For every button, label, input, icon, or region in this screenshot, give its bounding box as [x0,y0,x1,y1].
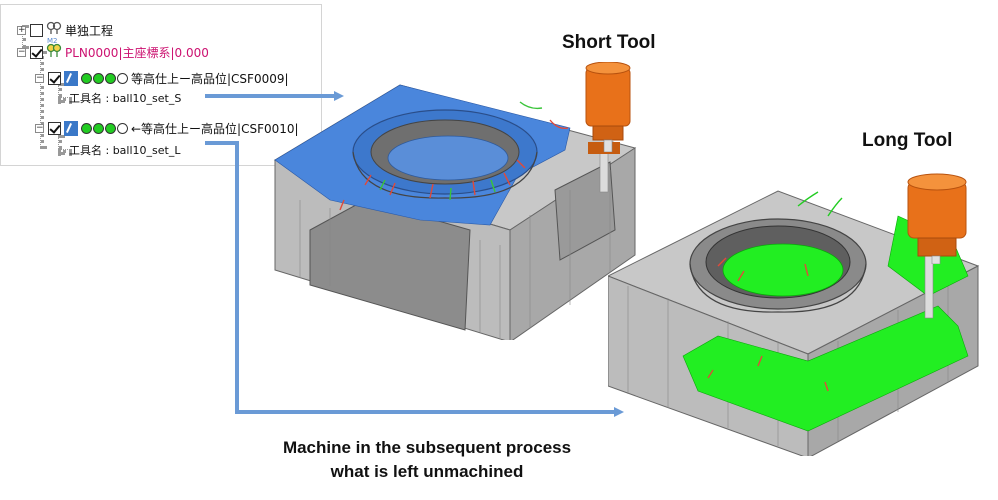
collapse-toggle[interactable]: − [35,72,44,83]
figure-caption-line-1: Machine in the subsequent process [282,438,572,457]
operation-2-checkbox[interactable] [48,121,61,135]
tree-connector [58,97,72,101]
long-tool-label: Long Tool [862,130,953,151]
status-empty-icon [117,122,128,134]
tree-item-operation-2[interactable]: − ←等高仕上ー高品位|CSF0010| [35,118,299,138]
short-tool-holder-icon [585,62,631,152]
short-tool-part-render [273,84,637,340]
process-sublabel: M2 [47,37,58,45]
status-green-icon [81,72,92,84]
tree-connector [58,83,62,103]
tree-item-plan[interactable]: − PLN0000|主座標系|0.000 [17,42,209,62]
plan-icon [46,43,62,57]
collapse-toggle[interactable]: − [17,46,26,57]
long-tool-toolpath [682,305,969,432]
tree-item-process[interactable]: + 単独工程 [17,20,113,40]
operation-tree: + 単独工程 M2 − PLN0000|主座標系|0.000 − 等高仕上ー高品… [0,4,322,166]
figure-caption-line-2: what is left unmachined [330,462,524,481]
tool-name-row-2: 工具名 : ball10_set_L [69,140,180,160]
plan-checkbox[interactable] [30,45,43,59]
short-tool-label: Short Tool [562,32,656,53]
status-empty-icon [117,72,128,84]
collapse-toggle[interactable]: − [35,122,44,133]
status-green-icon [105,72,116,84]
operation-1-label: 等高仕上ー高品位|CSF0009| [131,71,289,86]
long-tool-holder-icon [907,173,967,264]
status-green-icon [93,72,104,84]
tool-name-1: 工具名 : ball10_set_S [69,92,182,105]
tree-connector [58,135,62,155]
process-icon [46,21,62,34]
tree-connector [58,149,72,153]
ball-tool-icon [64,70,78,86]
status-green-icon [93,122,104,134]
operation-2-label: ←等高仕上ー高品位|CSF0010| [131,121,299,136]
ball-tool-icon [64,120,78,136]
tool-name-row-1: 工具名 : ball10_set_S [69,88,181,108]
long-tool-part-render [608,190,980,456]
expand-toggle[interactable]: + [17,24,26,35]
operation-1-checkbox[interactable] [48,71,61,85]
short-tool-shank [599,149,609,193]
plan-label: PLN0000|主座標系|0.000 [65,45,209,60]
process-checkbox[interactable] [30,23,43,37]
status-green-icon [81,122,92,134]
tree-item-operation-1[interactable]: − 等高仕上ー高品位|CSF0009| [35,68,289,88]
status-green-icon [105,122,116,134]
tool-name-2: 工具名 : ball10_set_L [69,144,181,157]
process-label: 単独工程 [65,23,114,38]
